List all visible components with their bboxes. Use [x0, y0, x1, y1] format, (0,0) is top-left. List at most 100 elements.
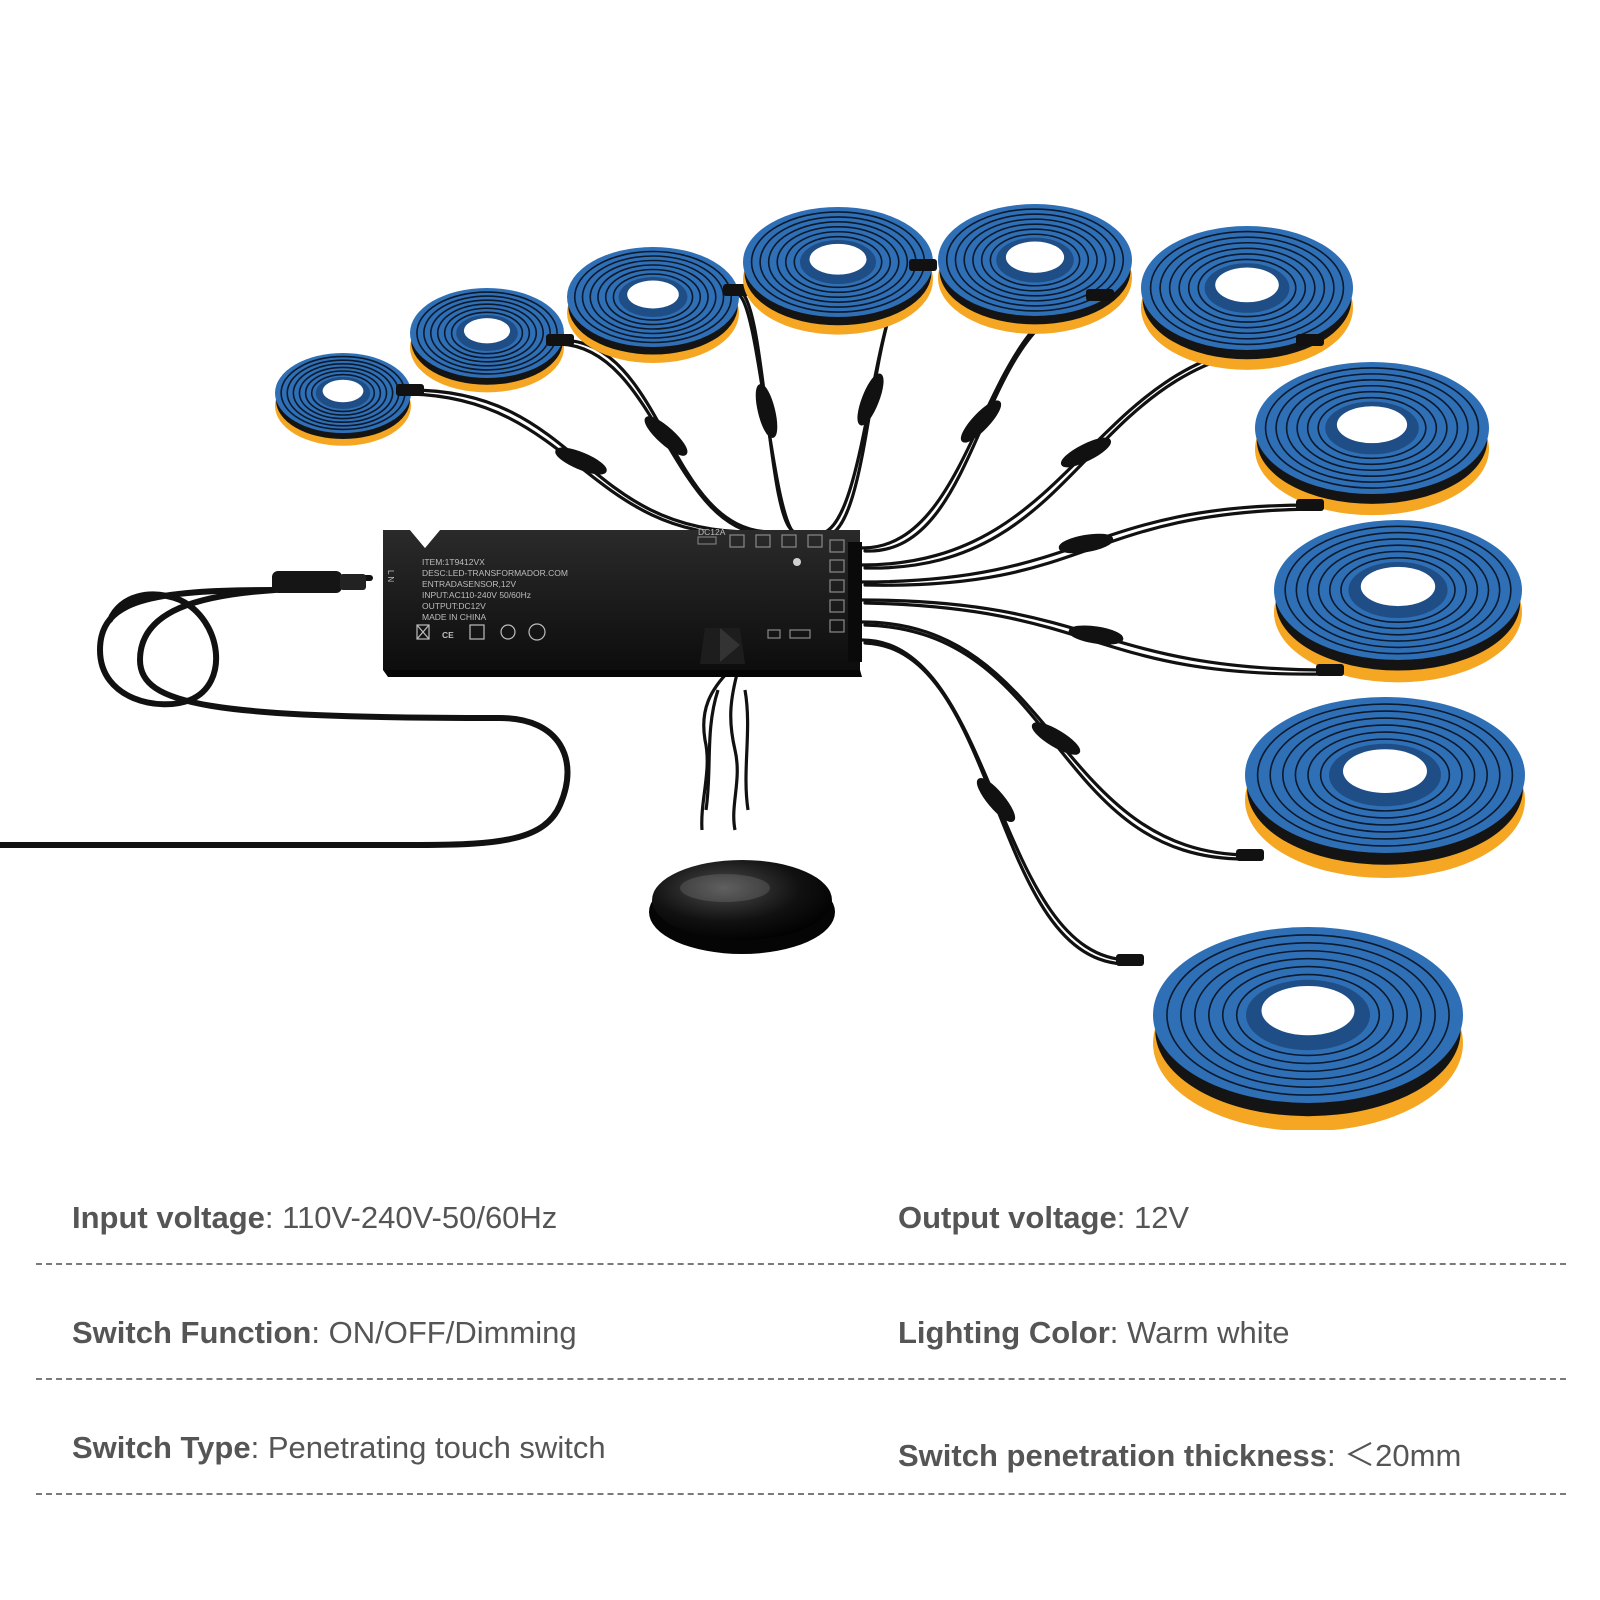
strip-winding — [450, 311, 524, 355]
strip-winding — [1256, 703, 1514, 847]
spec-sep: : — [1326, 1438, 1345, 1473]
strip-winding — [304, 370, 382, 416]
cable-connector — [555, 447, 607, 475]
label-line-4: INPUT:AC110-240V 50/60Hz — [422, 590, 531, 600]
strip-hole — [1360, 566, 1436, 607]
wee-bin-icon — [416, 624, 430, 640]
ln-mark: L N — [386, 570, 395, 582]
led-strip-coil — [410, 288, 574, 393]
strip-end-plug — [396, 384, 424, 396]
strip-hole — [1261, 985, 1355, 1036]
spec-penetration-thickness: Switch penetration thickness: ＜20mm — [898, 1430, 1461, 1475]
strip-hole — [1336, 406, 1408, 444]
label-line-1: ITEM:1T9412VX — [422, 557, 485, 567]
product-illustration-svg: DC12A ITEM:1T9412VX DESC:LED-TRANSFORMAD… — [0, 204, 1525, 1130]
strip-winding — [776, 226, 900, 299]
strip-winding — [1306, 390, 1438, 466]
strip-winding — [1180, 942, 1436, 1088]
green-dot-icon — [528, 623, 546, 641]
cable-connector — [755, 384, 778, 438]
strip-winding — [1197, 258, 1297, 318]
spec-value: 110V-240V-50/60Hz — [282, 1200, 558, 1235]
strip-winding — [604, 268, 702, 326]
strip-winding — [1307, 731, 1463, 819]
strip-winding — [292, 362, 394, 423]
spec-row: Switch Function: ON/OFF/Dimming Lighting… — [36, 1265, 1566, 1380]
strip-winding — [436, 303, 538, 363]
strip-winding — [1149, 230, 1345, 346]
strip-winding — [416, 291, 558, 375]
strip-hole — [1215, 267, 1279, 303]
strip-winding — [443, 307, 531, 359]
recycle-icon — [500, 624, 516, 640]
cable-connector — [644, 416, 688, 456]
label-line-5: OUTPUT:DC12V — [422, 601, 486, 611]
strip-winding — [581, 255, 725, 339]
led-strip-coil — [1255, 362, 1489, 516]
spec-switch-function: Switch Function: ON/OFF/Dimming — [72, 1315, 577, 1351]
led-strip-coil — [567, 247, 751, 363]
spec-sep: : — [250, 1430, 268, 1465]
spec-switch-type: Switch Type: Penetrating touch switch — [72, 1430, 606, 1466]
controller-box: DC12A ITEM:1T9412VX DESC:LED-TRANSFORMAD… — [383, 527, 862, 677]
spec-table: Input voltage: 110V-240V-50/60Hz Output … — [36, 1150, 1566, 1495]
strip-winding — [784, 230, 892, 294]
square-mark-icon — [469, 624, 485, 640]
strip-winding — [1329, 550, 1468, 630]
strip-winding — [1282, 717, 1489, 833]
strip-winding — [954, 213, 1116, 307]
cable-connector — [960, 400, 1002, 443]
strip-end-plug — [1296, 334, 1324, 346]
strip-winding — [1294, 724, 1476, 826]
strip-end-plug — [909, 259, 937, 271]
strip-winding — [963, 218, 1107, 302]
led-strip-coil — [1274, 520, 1522, 683]
strip-winding — [429, 299, 545, 367]
strip-winding — [298, 366, 388, 420]
strip-winding — [1194, 949, 1422, 1081]
cable-connector — [1068, 625, 1124, 645]
spec-key: Switch Type — [72, 1430, 251, 1465]
power-plug-icon — [272, 571, 366, 593]
strip-winding — [1306, 538, 1490, 642]
spec-key: Switch Function — [72, 1315, 312, 1350]
strip-winding — [1178, 247, 1316, 329]
spec-input-voltage: Input voltage: 110V-240V-50/60Hz — [72, 1200, 557, 1236]
led-strip-coil — [1236, 697, 1525, 878]
spec-key: Switch penetration thickness — [898, 1438, 1327, 1473]
strip-hole — [463, 318, 511, 344]
spec-sep: : — [1109, 1315, 1128, 1350]
label-line-6: MADE IN CHINA — [422, 612, 487, 622]
strip-winding — [1317, 396, 1427, 460]
label-line-3: ENTRADASENSOR,12V — [422, 579, 516, 589]
strip-winding — [612, 273, 694, 321]
spec-row: Switch Type: Penetrating touch switch Sw… — [36, 1380, 1566, 1495]
led-strip-group — [275, 204, 1525, 1130]
strip-winding — [597, 264, 709, 330]
strip-winding — [1159, 236, 1335, 340]
cable-connector — [976, 777, 1016, 823]
cable-connector — [857, 373, 884, 426]
switch-cable — [700, 668, 750, 831]
strip-winding — [1235, 973, 1381, 1057]
strip-winding — [310, 373, 376, 413]
port-tag: DC12A — [698, 527, 726, 537]
strip-winding — [1264, 367, 1480, 489]
strip-winding — [573, 250, 733, 344]
strip-winding — [980, 228, 1090, 292]
spec-sep: : — [264, 1200, 283, 1235]
strip-winding — [1269, 710, 1501, 840]
strip-hole — [1005, 241, 1065, 273]
strip-winding — [1340, 556, 1456, 623]
spec-value: ON/OFF/Dimming — [328, 1315, 577, 1350]
strip-winding — [1168, 241, 1326, 335]
ce-mark: CE — [442, 630, 454, 640]
strip-winding — [1295, 531, 1501, 649]
strip-winding — [972, 223, 1098, 297]
cable-connector — [1060, 437, 1112, 468]
strip-winding — [1296, 384, 1448, 472]
spec-key: Input voltage — [72, 1200, 265, 1235]
strip-winding — [1166, 934, 1450, 1096]
strip-winding — [1187, 253, 1307, 323]
strip-winding — [423, 295, 551, 371]
